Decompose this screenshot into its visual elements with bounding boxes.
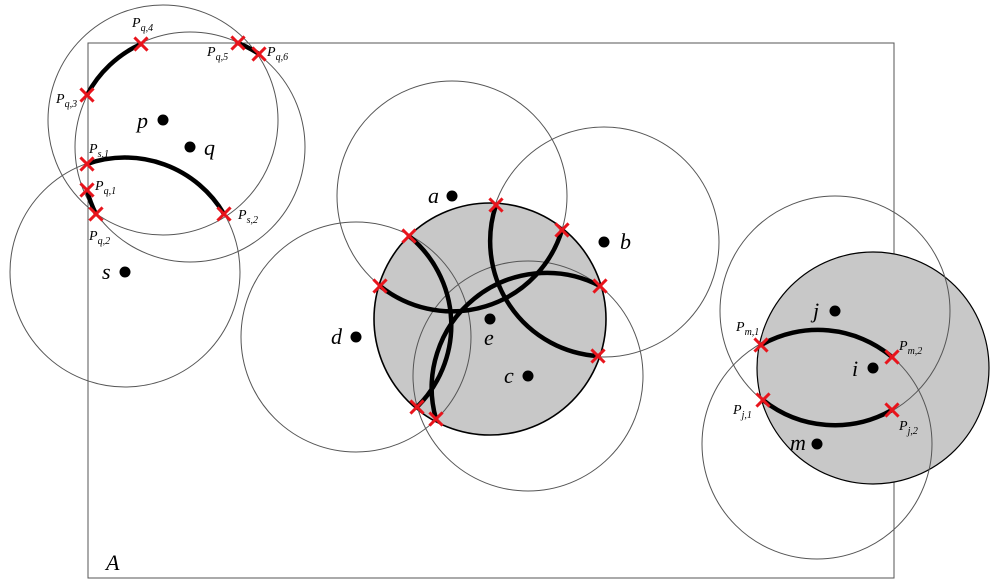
node-dot-i xyxy=(867,362,879,374)
arc-q3-q4 xyxy=(84,41,144,98)
node-dot-e xyxy=(484,313,496,325)
marker-ae-6-icon xyxy=(590,348,606,364)
marker-pj1-icon xyxy=(755,392,771,408)
node-label-d: d xyxy=(331,324,343,349)
marker-ae-5-icon xyxy=(592,278,608,294)
intersection-label-pq1: Pq,1 xyxy=(94,179,116,197)
node-label-s: s xyxy=(102,259,111,284)
marker-ae-4-icon xyxy=(372,278,388,294)
intersection-label-ps2: Ps,2 xyxy=(237,208,258,226)
node-dot-d xyxy=(350,331,362,343)
circle-d xyxy=(240,221,472,453)
marker-ae-7-icon xyxy=(409,399,425,415)
circle-c xyxy=(412,260,644,492)
node-dot-s xyxy=(119,266,131,278)
node-label-i: i xyxy=(852,356,858,381)
marker-pq6-icon xyxy=(251,46,267,62)
arc-m1-m2 xyxy=(758,327,895,360)
intersection-label-pj1: Pj,1 xyxy=(732,403,752,421)
node-label-b: b xyxy=(620,229,631,254)
node-label-a: a xyxy=(428,183,439,208)
node-label-c: c xyxy=(504,363,514,388)
marker-ae-3-icon xyxy=(401,228,417,244)
node-dot-c xyxy=(522,370,534,382)
marker-ps2-icon xyxy=(216,206,232,222)
marker-pj2-icon xyxy=(884,402,900,418)
intersection-label-pm2: Pm,2 xyxy=(898,339,922,357)
node-dot-p xyxy=(157,114,169,126)
node-dot-j xyxy=(829,305,841,317)
intersection-label-pq3: Pq,3 xyxy=(55,92,77,110)
node-label-m: m xyxy=(790,430,806,455)
marker-pm2-icon xyxy=(884,349,900,365)
marker-ae-2-icon xyxy=(554,222,570,238)
node-dot-q xyxy=(184,141,196,153)
node-label-e: e xyxy=(484,325,494,350)
intersection-label-pj2: Pj,2 xyxy=(898,419,918,437)
intersection-label-pq5: Pq,5 xyxy=(206,45,228,63)
marker-pq1-icon xyxy=(79,182,95,198)
node-label-j: j xyxy=(810,298,819,323)
intersection-label-pm1: Pm,1 xyxy=(735,320,759,338)
node-label-q: q xyxy=(204,135,215,160)
marker-ae-8-icon xyxy=(428,411,444,427)
arc-s1-s2 xyxy=(84,155,227,217)
node-label-p: p xyxy=(135,108,148,133)
circle-q xyxy=(74,31,306,263)
marker-ae-1-icon xyxy=(488,197,504,213)
arc-c-top xyxy=(429,270,603,422)
marker-pq3-icon xyxy=(79,87,95,103)
region-label: A xyxy=(104,550,120,575)
arc-b-left xyxy=(487,202,601,359)
intersection-label-ps1: Ps,1 xyxy=(88,142,109,160)
node-dot-b xyxy=(598,236,610,248)
intersection-label-pq2: Pq,2 xyxy=(88,229,110,247)
marker-pm1-icon xyxy=(753,337,769,353)
arc-d-right xyxy=(406,233,454,410)
intersection-label-pq4: Pq,4 xyxy=(131,16,153,34)
node-dot-m xyxy=(811,438,823,450)
arc-j1-j2 xyxy=(760,397,895,428)
marker-pq2-icon xyxy=(88,206,104,222)
circle-p xyxy=(47,4,279,236)
marker-pq5-icon xyxy=(230,35,246,51)
marker-pq4-icon xyxy=(133,36,149,52)
arc-a-bottom xyxy=(377,227,565,314)
intersection-label-pq6: Pq,6 xyxy=(266,45,288,63)
marker-ps1-icon xyxy=(79,156,95,172)
node-dot-a xyxy=(446,190,458,202)
